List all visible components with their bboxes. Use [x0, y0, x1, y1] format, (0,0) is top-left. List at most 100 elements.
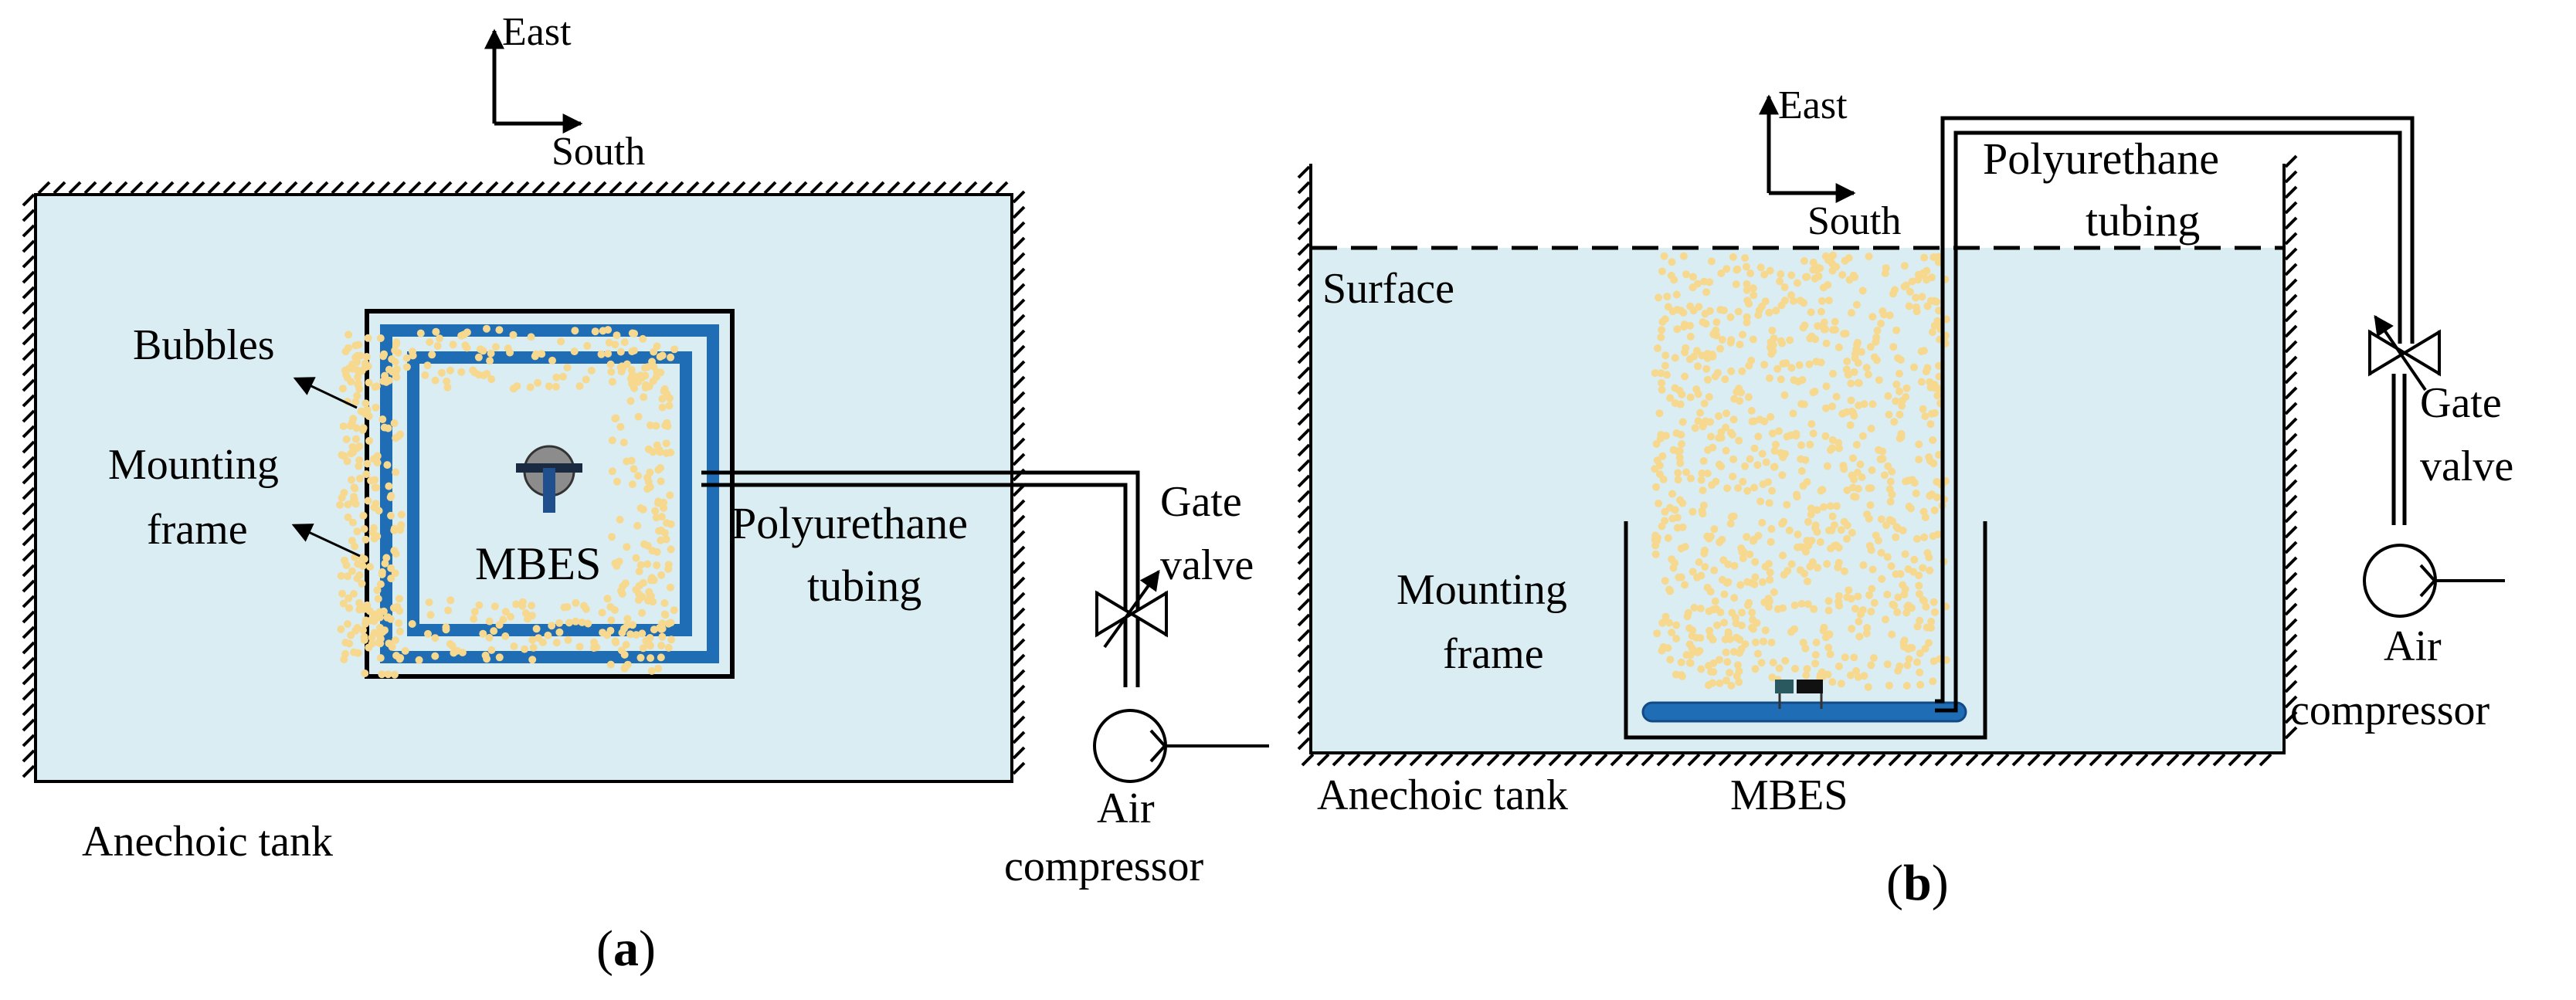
bubble	[1852, 441, 1861, 449]
bubble	[1683, 612, 1692, 621]
bubble	[1734, 484, 1743, 492]
bubble	[1749, 284, 1757, 293]
bubble	[1926, 383, 1935, 392]
bubble	[620, 338, 629, 347]
bubble	[1703, 469, 1712, 478]
bubble	[575, 382, 584, 390]
bubble	[1804, 517, 1812, 526]
bubble	[660, 599, 669, 607]
bubble	[1823, 560, 1831, 568]
bubble	[1903, 661, 1912, 669]
bubble	[1824, 670, 1832, 679]
bubble	[641, 364, 649, 372]
bubble	[1851, 605, 1859, 613]
bubble	[1882, 615, 1889, 624]
bubble	[1851, 273, 1859, 281]
bubble	[1779, 453, 1787, 462]
bubble	[1797, 441, 1805, 449]
bubble	[613, 477, 621, 486]
bubble	[1902, 384, 1911, 392]
bubble	[1661, 315, 1669, 324]
bubble	[1910, 363, 1918, 371]
surface-label: Surface	[1322, 265, 1454, 313]
bubble	[401, 646, 409, 655]
bubble	[1686, 651, 1695, 659]
bubble	[1822, 404, 1830, 412]
bubble	[1710, 525, 1719, 534]
bubble	[1747, 406, 1756, 415]
bubble	[1765, 602, 1773, 611]
bubble	[431, 634, 440, 642]
bubble	[487, 375, 496, 383]
bubble	[1739, 554, 1747, 563]
bubble	[1905, 655, 1913, 663]
bubble	[636, 561, 645, 569]
bubble	[1864, 683, 1872, 691]
bubble	[1868, 565, 1877, 574]
compass-b: East South	[1759, 83, 1901, 243]
tubing-label-line2-b: tubing	[2086, 195, 2200, 246]
bubble	[348, 567, 356, 575]
bubble	[1654, 344, 1661, 352]
bubble	[1865, 484, 1873, 493]
bubble	[475, 371, 484, 379]
bubble	[1803, 665, 1811, 673]
bubble	[1870, 598, 1879, 607]
bubble	[510, 642, 518, 650]
bubble	[1828, 526, 1836, 534]
bubble	[623, 615, 632, 623]
bubble	[374, 595, 382, 603]
bubble	[375, 507, 383, 515]
bubble	[617, 368, 626, 376]
bubble	[635, 568, 643, 575]
bubble	[1751, 665, 1760, 673]
bubble	[337, 571, 345, 580]
bubble	[1916, 616, 1924, 625]
gate-valve-label-line2-a: valve	[1160, 541, 1254, 589]
bubble	[1847, 379, 1855, 388]
bubble	[1809, 388, 1817, 397]
bubble	[1916, 649, 1924, 658]
bubble	[501, 632, 510, 640]
bubble	[1753, 461, 1762, 469]
bubble	[1780, 391, 1789, 399]
bubble	[1915, 456, 1923, 464]
air-compressor-label-line1-b: Air	[2384, 622, 2442, 670]
bubble	[1848, 309, 1855, 317]
bubble	[360, 525, 368, 533]
bubble	[1860, 400, 1868, 408]
bubbles-b	[1651, 251, 1950, 691]
bubble	[1926, 420, 1935, 429]
bubble	[390, 547, 399, 555]
bubble	[1880, 310, 1888, 319]
bubble	[1916, 668, 1924, 676]
bubble	[1814, 564, 1821, 572]
bubble	[474, 353, 483, 361]
bubble	[1812, 639, 1821, 646]
bubble	[526, 383, 535, 392]
bubble	[619, 582, 627, 591]
bubble	[387, 575, 395, 583]
bubble	[1709, 636, 1717, 644]
bubble	[1913, 622, 1922, 631]
tank-wall-hatching	[22, 181, 1026, 778]
bubble	[1877, 320, 1885, 327]
bubble	[1655, 293, 1663, 302]
bubble	[352, 424, 361, 432]
bubble	[1722, 265, 1731, 273]
bubble	[1883, 590, 1892, 598]
bubble	[528, 636, 537, 644]
bubble	[1765, 499, 1773, 507]
bubble	[387, 492, 395, 500]
bubble	[376, 580, 385, 588]
bubble	[353, 392, 361, 400]
compass-south-label-b: South	[1807, 199, 1901, 243]
bubble	[598, 608, 606, 617]
bubble	[1828, 259, 1836, 268]
bubble	[1706, 532, 1715, 541]
bubble	[475, 601, 484, 609]
bubble	[506, 348, 514, 357]
bubble	[1789, 297, 1797, 305]
bubble	[369, 616, 377, 625]
bubble	[355, 571, 364, 579]
